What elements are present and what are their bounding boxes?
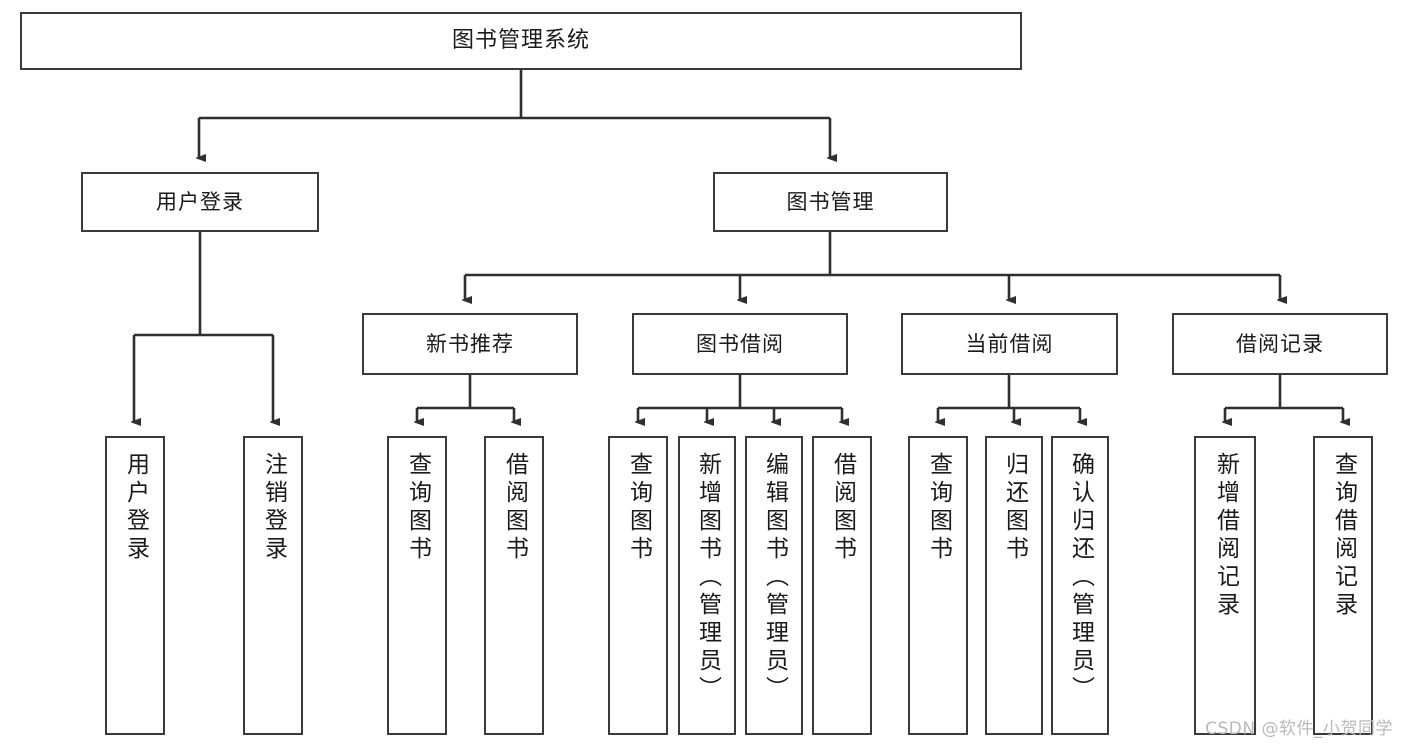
node-leaf-borrow-book-1[interactable]: 借阅图书 xyxy=(484,436,544,735)
node-leaf-borrow-book-2[interactable]: 借阅图书 xyxy=(812,436,872,735)
node-leaf-edit-book-label: 编辑图书（管理员） xyxy=(761,452,788,704)
node-new-book-recommend-label: 新书推荐 xyxy=(426,331,514,356)
node-user-login-label: 用户登录 xyxy=(156,189,244,214)
node-leaf-borrow-book-1-label: 借阅图书 xyxy=(501,452,528,564)
node-leaf-query-record-label: 查询借阅记录 xyxy=(1330,452,1357,620)
node-leaf-confirm-return-label: 确认归还（管理员） xyxy=(1067,452,1094,704)
node-book-manage[interactable]: 图书管理 xyxy=(713,172,948,232)
node-leaf-edit-book[interactable]: 编辑图书（管理员） xyxy=(745,436,803,735)
node-current-borrow[interactable]: 当前借阅 xyxy=(901,313,1118,375)
node-leaf-borrow-book-2-label: 借阅图书 xyxy=(829,452,856,564)
node-leaf-confirm-return[interactable]: 确认归还（管理员） xyxy=(1051,436,1109,735)
node-leaf-add-record[interactable]: 新增借阅记录 xyxy=(1194,436,1256,735)
node-borrow-record[interactable]: 借阅记录 xyxy=(1172,313,1388,375)
node-leaf-add-record-label: 新增借阅记录 xyxy=(1212,452,1239,620)
node-leaf-query-book-1[interactable]: 查询图书 xyxy=(387,436,447,735)
node-book-manage-label: 图书管理 xyxy=(786,189,875,214)
node-leaf-user-logout-label: 注销登录 xyxy=(260,452,287,564)
node-book-borrow[interactable]: 图书借阅 xyxy=(632,313,848,375)
node-leaf-user-login[interactable]: 用户登录 xyxy=(105,436,165,735)
node-leaf-return-book-label: 归还图书 xyxy=(1001,452,1028,564)
node-book-borrow-label: 图书借阅 xyxy=(696,331,784,356)
node-leaf-return-book[interactable]: 归还图书 xyxy=(985,436,1043,735)
node-current-borrow-label: 当前借阅 xyxy=(965,331,1054,356)
node-root-label: 图书管理系统 xyxy=(451,28,590,54)
node-leaf-add-book[interactable]: 新增图书（管理员） xyxy=(678,436,736,735)
node-leaf-user-logout[interactable]: 注销登录 xyxy=(243,436,303,735)
node-leaf-query-record[interactable]: 查询借阅记录 xyxy=(1313,436,1373,735)
node-leaf-query-book-1-label: 查询图书 xyxy=(404,452,431,564)
node-root[interactable]: 图书管理系统 xyxy=(20,12,1022,70)
node-leaf-query-book-2[interactable]: 查询图书 xyxy=(608,436,668,735)
node-leaf-query-book-3-label: 查询图书 xyxy=(925,452,952,564)
node-new-book-recommend[interactable]: 新书推荐 xyxy=(362,313,578,375)
node-leaf-query-book-3[interactable]: 查询图书 xyxy=(908,436,968,735)
node-user-login[interactable]: 用户登录 xyxy=(81,172,319,232)
node-leaf-add-book-label: 新增图书（管理员） xyxy=(694,452,721,704)
watermark-text: CSDN @软件_小贺同学 xyxy=(1205,719,1393,739)
node-leaf-query-book-2-label: 查询图书 xyxy=(625,452,652,564)
node-leaf-user-login-label: 用户登录 xyxy=(122,452,149,564)
node-borrow-record-label: 借阅记录 xyxy=(1236,331,1324,356)
